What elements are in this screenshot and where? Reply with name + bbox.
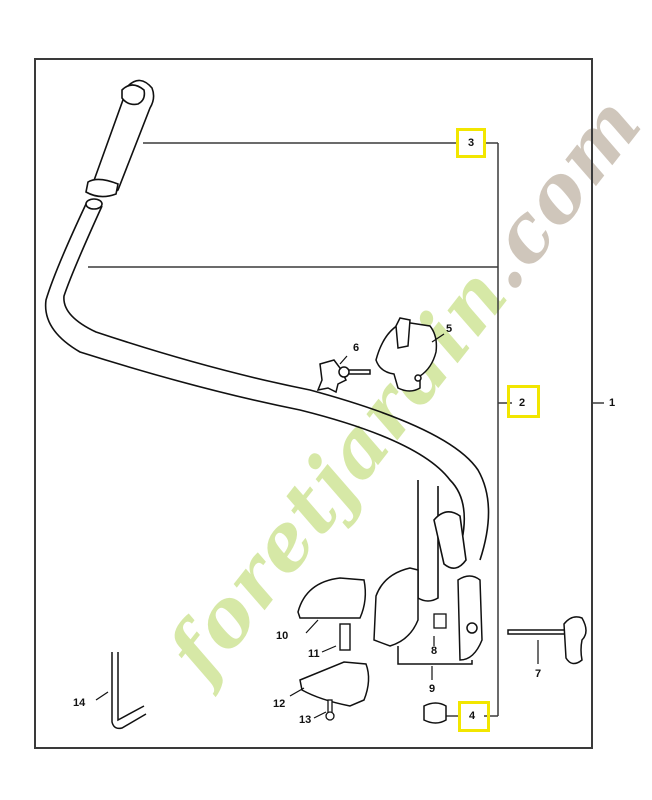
callout-8[interactable]: 8 (431, 645, 438, 657)
wing-screw-part (507, 616, 587, 665)
leader-lines (88, 142, 604, 717)
clamp-base-part (299, 661, 370, 707)
callout-5[interactable]: 5 (446, 323, 453, 335)
clamp-halves-part (373, 567, 483, 665)
screw-part (325, 699, 335, 721)
callout-11[interactable]: 11 (308, 648, 320, 660)
callout-6[interactable]: 6 (353, 342, 360, 354)
callout-7[interactable]: 7 (535, 668, 542, 680)
handle-tube-part (44, 198, 490, 602)
plug-part (423, 702, 447, 724)
highlight-callout-4 (458, 701, 490, 732)
allen-key-part (111, 652, 147, 730)
star-knob-part (316, 359, 371, 394)
callout-9[interactable]: 9 (429, 683, 436, 695)
grip-part (85, 79, 155, 198)
highlight-callout-2 (507, 385, 540, 418)
callout-ticks (95, 333, 539, 719)
callout-13[interactable]: 13 (299, 714, 312, 726)
callout-14[interactable]: 14 (73, 697, 86, 709)
highlight-callout-3 (456, 128, 486, 158)
callout-4[interactable]: 4 (469, 710, 476, 722)
callout-1[interactable]: 1 (609, 397, 616, 409)
callout-12[interactable]: 12 (273, 698, 286, 710)
callout-10[interactable]: 10 (276, 630, 289, 642)
callout-2[interactable]: 2 (519, 397, 526, 409)
cover-part (297, 577, 367, 619)
callout-3[interactable]: 3 (468, 137, 475, 149)
spring-part (433, 613, 447, 629)
clamp-housing-part (375, 317, 438, 392)
insert-part (339, 623, 351, 651)
